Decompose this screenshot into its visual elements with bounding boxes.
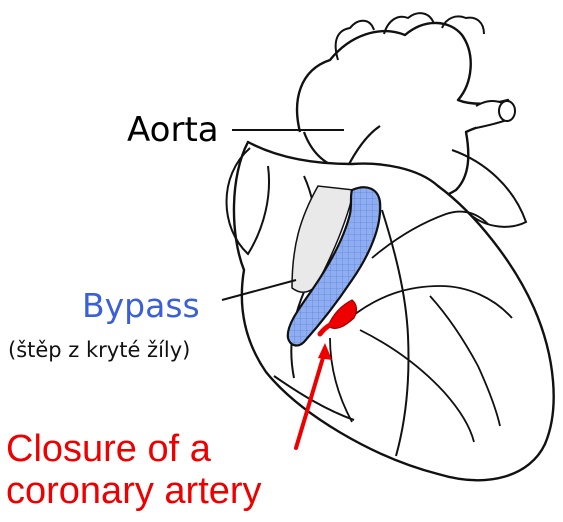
closure-label-line-2: coronary artery	[6, 472, 262, 510]
closure-label-line-1: Closure of a	[6, 430, 211, 468]
brachiocephalic-vessel	[336, 21, 374, 60]
pulmonary-opening	[499, 101, 515, 121]
aorta-label: Aorta	[127, 113, 219, 147]
bypass-label: Bypass	[82, 289, 200, 322]
bypass-note-label: (štěp z kryté žíly)	[8, 340, 190, 361]
